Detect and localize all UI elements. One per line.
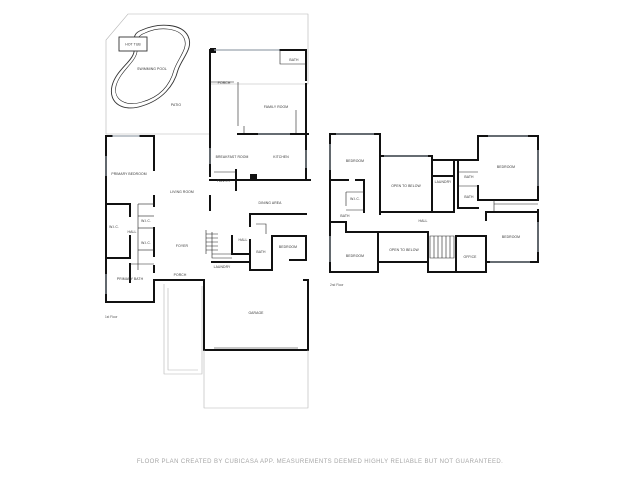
walkway xyxy=(163,284,203,375)
label-up-bedroom-4: BEDROOM xyxy=(502,235,520,239)
label-hall-2: HALL xyxy=(239,238,248,242)
label-patio: PATIO xyxy=(171,103,181,107)
label-up-bedroom-2: BEDROOM xyxy=(497,165,515,169)
label-wic-1: W.I.C. xyxy=(141,219,151,223)
label-up-laundry: LAUNDRY xyxy=(435,180,452,184)
ground-floor-plan: HOT TUB SWIMMING POOL PATIO BATH PORCH F… xyxy=(105,13,311,409)
label-up-wic: W.I.C. xyxy=(350,197,360,201)
label-porch-bottom: PORCH xyxy=(174,273,187,277)
stairs-ground xyxy=(205,230,218,254)
label-up-bedroom-3: BEDROOM xyxy=(346,254,364,258)
label-hot-tub: HOT TUB xyxy=(125,43,141,47)
label-swimming-pool: SWIMMING POOL xyxy=(137,67,167,71)
label-bedroom: BEDROOM xyxy=(279,245,297,249)
label-up-bath-a: BATH xyxy=(464,175,474,179)
driveway xyxy=(203,350,309,409)
hot-tub xyxy=(118,36,148,52)
label-primary-bedroom: PRIMARY BEDROOM xyxy=(111,172,146,176)
label-pantry: PANTRY xyxy=(217,179,232,183)
label-up-bedroom-1: BEDROOM xyxy=(346,159,364,163)
label-breakfast-room: BREAKFAST ROOM xyxy=(216,155,249,159)
label-up-hall: HALL xyxy=(419,219,428,223)
label-wic-2: W.I.C. xyxy=(109,225,119,229)
label-primary-bath: PRIMARY BATH xyxy=(117,277,144,281)
label-upper-floor-caption: 2nd Floor xyxy=(330,283,344,287)
label-foyer: FOYER xyxy=(176,244,189,248)
label-up-open-to-below-2: OPEN TO BELOW xyxy=(389,248,419,252)
label-up-open-to-below-1: OPEN TO BELOW xyxy=(391,184,421,188)
label-wic-3: W.I.C. xyxy=(141,241,151,245)
label-living-room: LIVING ROOM xyxy=(170,190,194,194)
label-bath-top: BATH xyxy=(289,58,299,62)
stairs-upper xyxy=(429,235,455,259)
label-ground-floor-caption: 1st Floor xyxy=(105,315,118,319)
label-laundry: LAUNDRY xyxy=(214,265,231,269)
label-garage: GARAGE xyxy=(248,311,264,315)
label-bath-2: BATH xyxy=(256,250,266,254)
upper-floor-plan: BEDROOM OPEN TO BELOW BATH LAUNDRY BEDRO… xyxy=(329,133,539,287)
label-up-office: OFFICE xyxy=(463,255,477,259)
label-porch-top: PORCH xyxy=(218,81,231,85)
label-family-room: FAMILY ROOM xyxy=(264,105,288,109)
footer-disclaimer: FLOOR PLAN CREATED BY CUBICASA APP. MEAS… xyxy=(136,459,504,465)
swimming-pool xyxy=(110,24,190,109)
label-up-bath-c: BATH xyxy=(340,214,350,218)
label-dining-area: DINING AREA xyxy=(259,201,283,205)
label-hall: HALL xyxy=(128,230,137,234)
label-up-bath-b: BATH xyxy=(464,195,474,199)
label-kitchen: KITCHEN xyxy=(273,155,289,159)
